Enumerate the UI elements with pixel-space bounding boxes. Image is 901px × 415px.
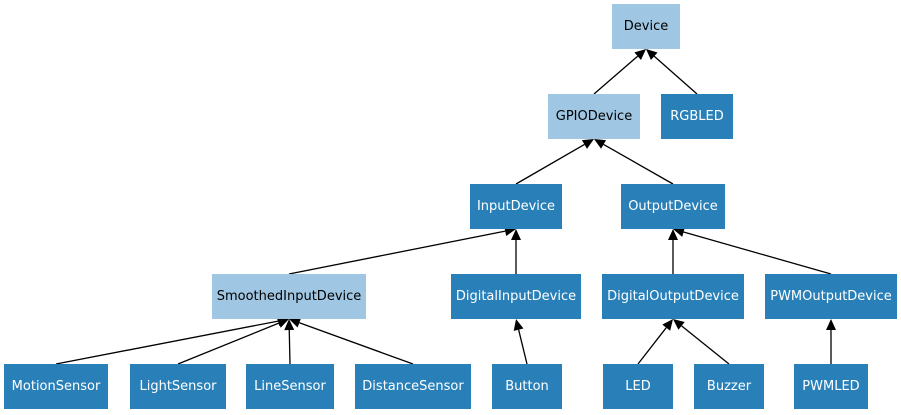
node-distance-sensor: DistanceSensor (355, 364, 471, 409)
node-buzzer: Buzzer (694, 364, 764, 409)
arrowhead-buzzer-to-digital_output_device (673, 319, 685, 330)
node-digital-input-device: DigitalInputDevice (451, 274, 581, 319)
arrowhead-pwm_output_device-to-output_device (673, 227, 685, 237)
arrowhead-input_device-to-gpio_device (581, 139, 594, 149)
arrowhead-button-to-digital_input_device (513, 319, 524, 331)
node-smoothed-input-device: SmoothedInputDevice (212, 274, 366, 319)
edge-gpio_device-to-device (593, 55, 639, 95)
arrowhead-line_sensor-to-smoothed_input_device (284, 319, 295, 331)
node-light-sensor: LightSensor (130, 364, 226, 409)
edge-pwm_output_device-to-output_device (683, 231, 832, 275)
arrowhead-distance_sensor-to-smoothed_input_device (289, 318, 302, 328)
node-device: Device (612, 4, 680, 49)
edge-distance_sensor-to-smoothed_input_device (299, 322, 414, 365)
edge-line_sensor-to-smoothed_input_device (288, 329, 291, 365)
arrowhead-rgbled-to-device (646, 49, 658, 61)
node-pwmled: PWMLED (794, 364, 868, 409)
arrowhead-digital_output_device-to-output_device (668, 229, 678, 240)
edge-rgbled-to-device (653, 55, 698, 95)
edge-output_device-to-gpio_device (603, 143, 674, 185)
node-digital-output-device: DigitalOutputDevice (602, 274, 744, 319)
node-rgbled: RGBLED (661, 94, 733, 139)
node-led: LED (603, 364, 673, 409)
edge-button-to-digital_input_device (517, 329, 528, 365)
edge-light_sensor-to-smoothed_input_device (177, 322, 280, 365)
arrowhead-pwmled-to-pwm_output_device (826, 319, 836, 330)
node-button: Button (492, 364, 562, 409)
edge-motion_sensor-to-smoothed_input_device (55, 320, 279, 365)
node-motion-sensor: MotionSensor (4, 364, 108, 409)
edge-led-to-digital_output_device (637, 327, 667, 365)
edge-smoothed_input_device-to-input_device (288, 230, 506, 275)
node-pwm-output-device: PWMOutputDevice (765, 274, 897, 319)
arrowhead-output_device-to-gpio_device (594, 139, 607, 149)
edge-buzzer-to-digital_output_device (681, 325, 730, 365)
node-line-sensor: LineSensor (246, 364, 334, 409)
node-gpio-device: GPIODevice (548, 94, 640, 139)
arrowhead-digital_input_device-to-input_device (511, 229, 521, 240)
arrowhead-led-to-digital_output_device (662, 319, 673, 331)
edge-input_device-to-gpio_device (515, 143, 585, 185)
node-output-device: OutputDevice (621, 184, 725, 229)
arrowhead-light_sensor-to-smoothed_input_device (276, 318, 289, 328)
arrowhead-gpio_device-to-device (634, 49, 646, 60)
node-input-device: InputDevice (470, 184, 562, 229)
